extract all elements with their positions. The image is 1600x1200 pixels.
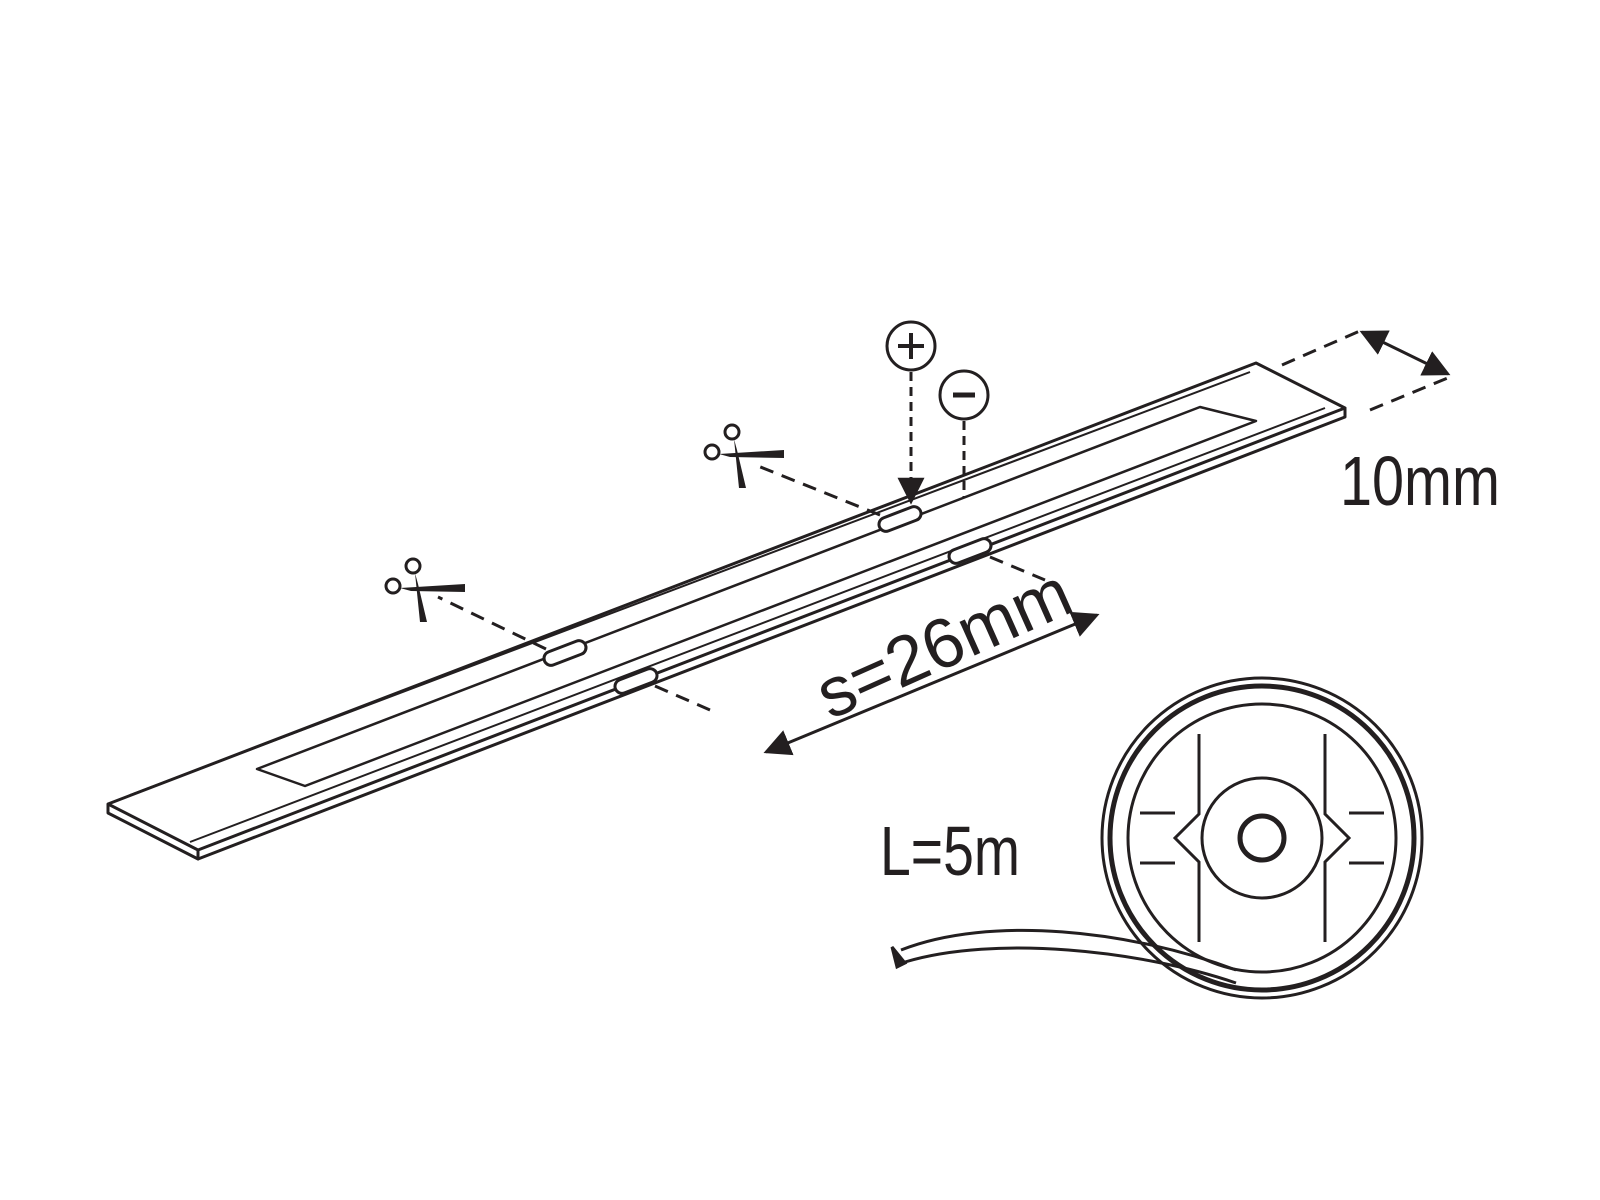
reel-icon (890, 676, 1424, 1000)
cut-lines (437, 464, 1046, 712)
solder-pad (542, 639, 588, 667)
solder-pad (947, 537, 993, 565)
solder-pad (613, 667, 659, 695)
scissors-icon (703, 423, 786, 490)
bottom-edge-line (189, 407, 1326, 843)
minus-terminal-icon (938, 369, 990, 498)
led-strip (106, 361, 1347, 861)
width-label: 10mm (1340, 442, 1500, 520)
solder-pads (542, 505, 993, 695)
plus-terminal-icon (885, 320, 937, 505)
scissors-icon (384, 557, 467, 624)
width-dimension (1281, 328, 1451, 412)
segment-dimension-arrow (763, 611, 1100, 756)
length-label: L=5m (880, 812, 1020, 890)
top-edge-line (129, 371, 1251, 796)
solder-pad (877, 505, 923, 533)
